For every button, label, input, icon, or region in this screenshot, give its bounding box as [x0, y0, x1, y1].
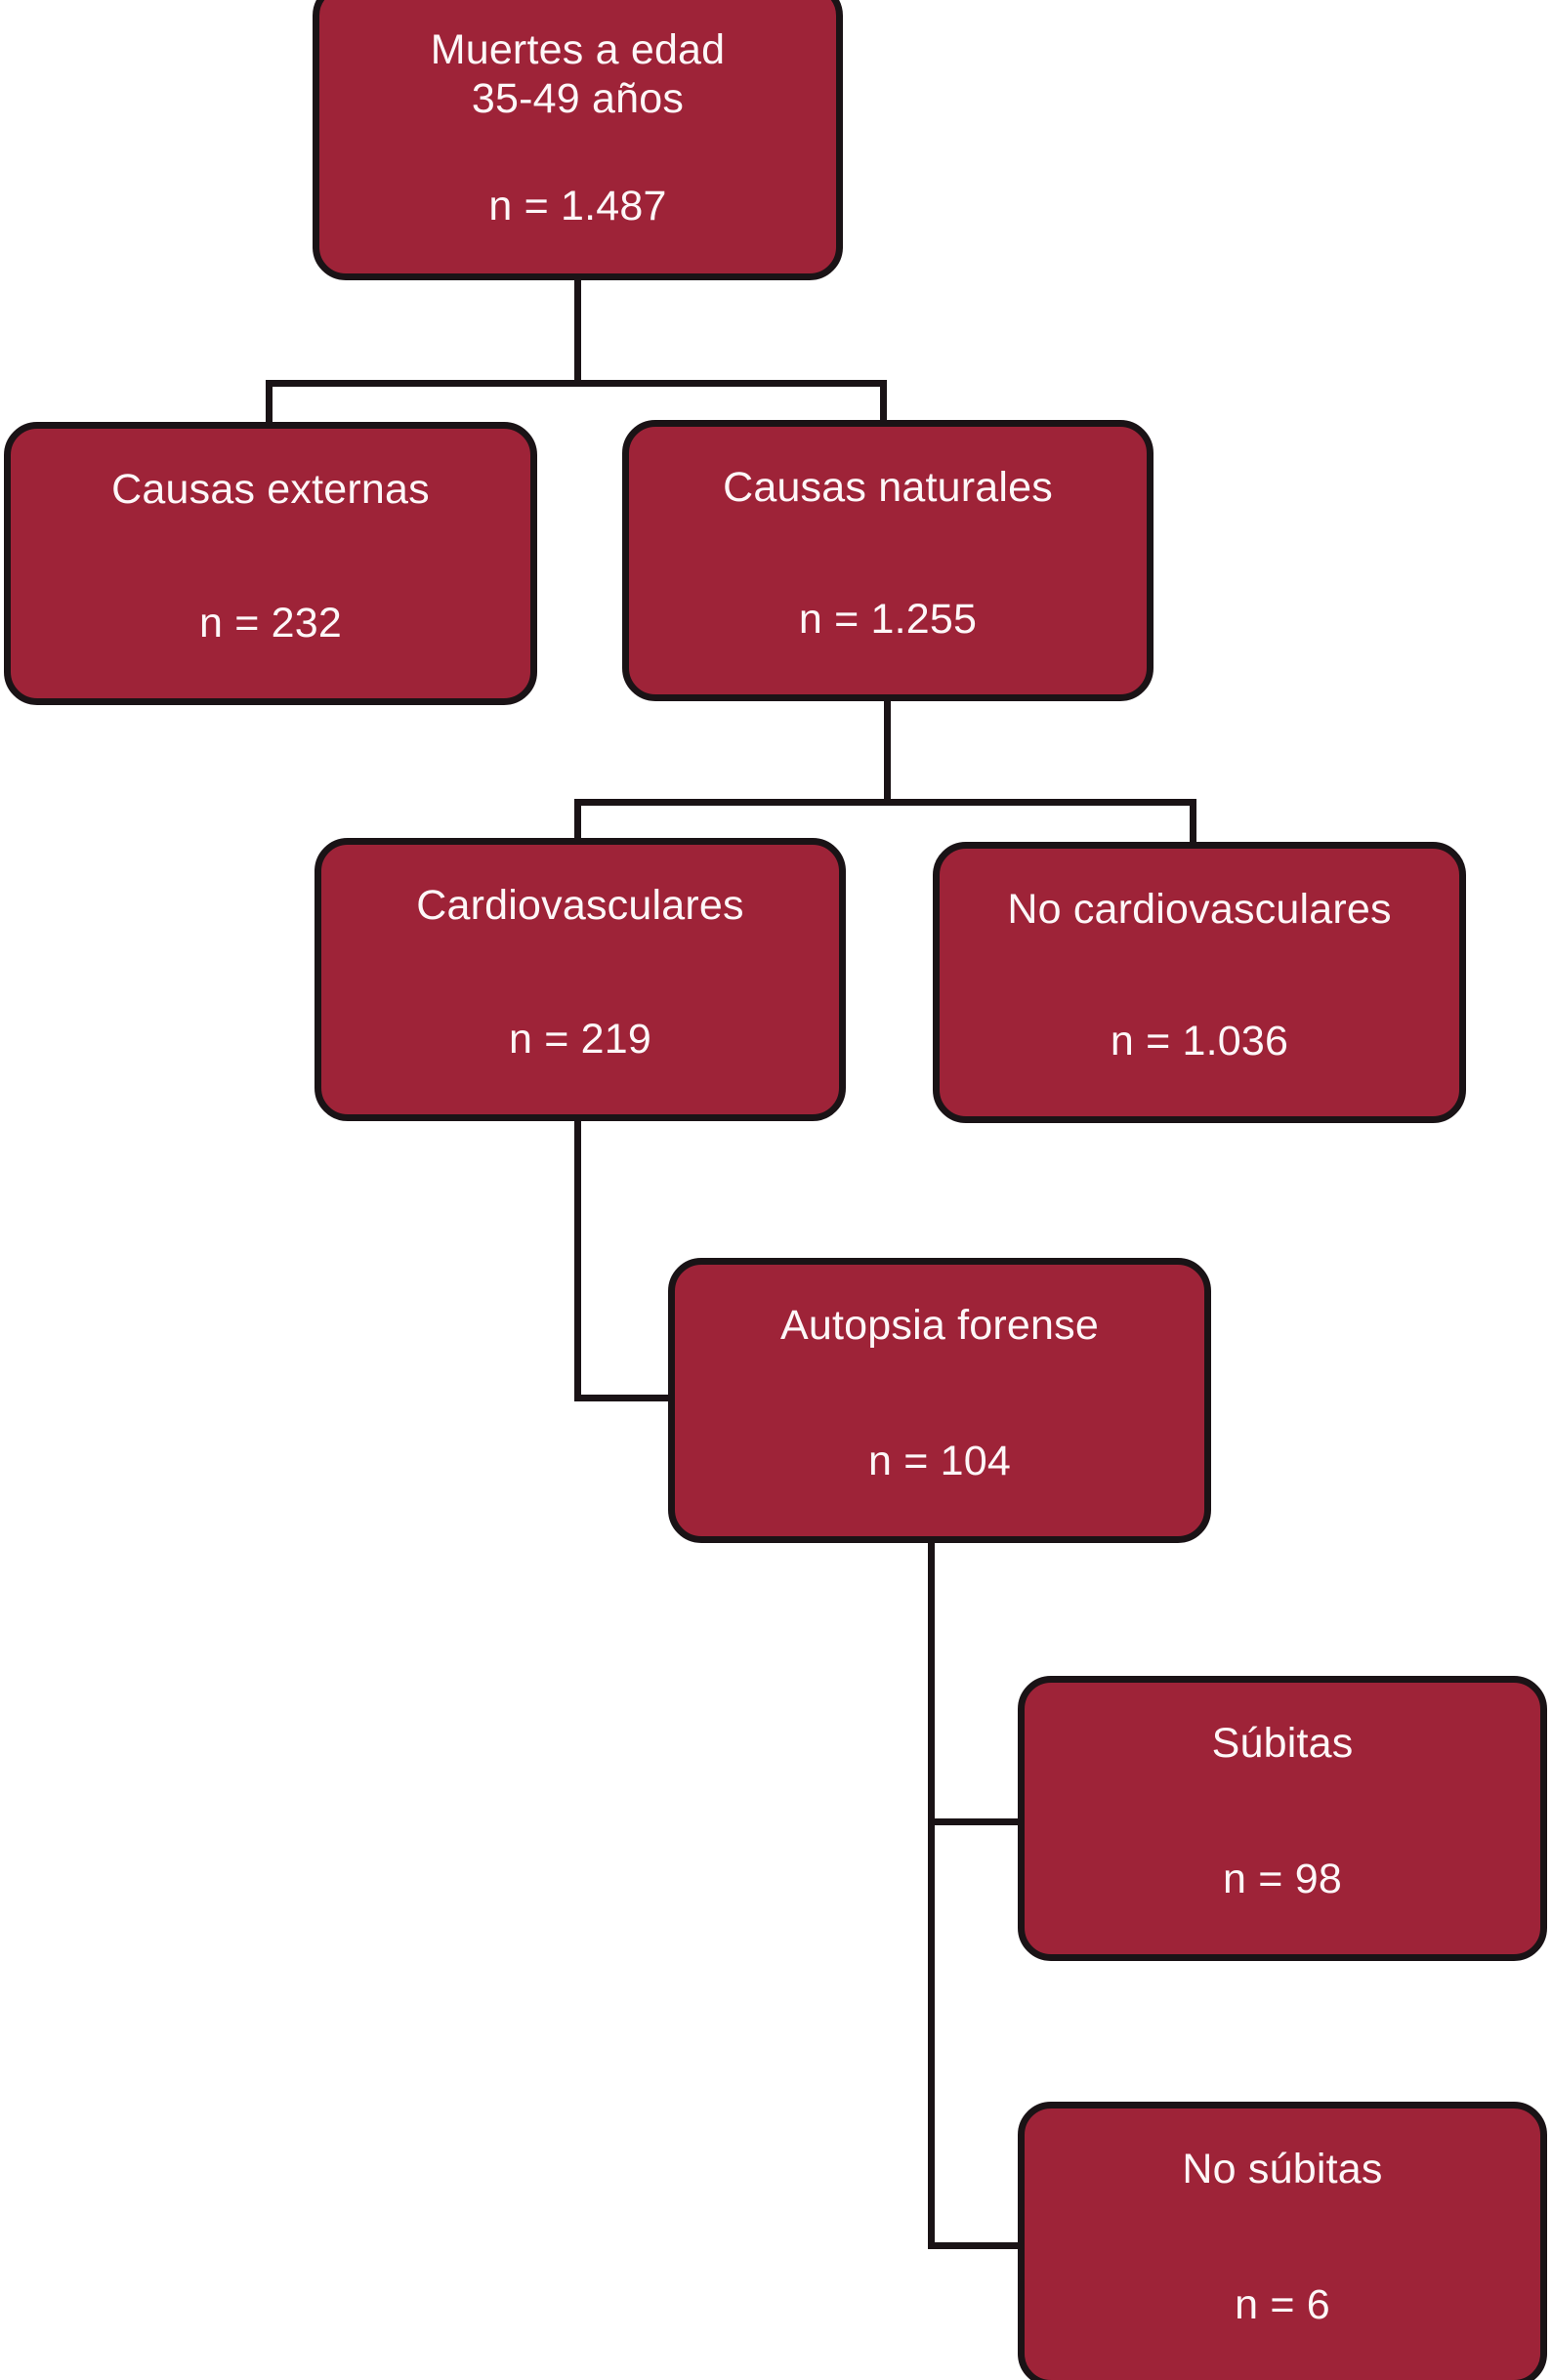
node-title: Causas externas [111, 466, 430, 513]
connector-to-causas-externas [266, 380, 273, 425]
connector-autopsia-to-subitas [928, 1818, 1026, 1825]
node-no-cardiovasculares[interactable]: No cardiovasculares n = 1.036 [933, 842, 1466, 1123]
node-count: n = 219 [508, 1016, 652, 1063]
connector-causas-naturales-stem [884, 696, 891, 806]
connector-to-cardiovasculares [574, 799, 581, 844]
node-count: n = 1.036 [1110, 1018, 1289, 1065]
node-causas-externas[interactable]: Causas externas n = 232 [4, 422, 537, 705]
node-muertes-a-edad[interactable]: Muertes a edad 35-49 años n = 1.487 [313, 0, 843, 280]
node-no-subitas[interactable]: No súbitas n = 6 [1018, 2102, 1547, 2380]
connector-cardiovasculares-stem [574, 1116, 581, 1401]
connector-to-causas-naturales [880, 380, 887, 425]
connector-autopsia-stem [928, 1539, 935, 2249]
connector-naturales-split-bar [574, 799, 1196, 806]
node-causas-naturales[interactable]: Causas naturales n = 1.255 [622, 420, 1154, 701]
node-title: No cardiovasculares [1007, 886, 1392, 933]
node-count: n = 98 [1223, 1856, 1342, 1902]
node-title: Cardiovasculares [416, 882, 744, 929]
node-subitas[interactable]: Súbitas n = 98 [1018, 1676, 1547, 1961]
node-title: Causas naturales [723, 464, 1053, 511]
node-autopsia-forense[interactable]: Autopsia forense n = 104 [668, 1258, 1211, 1543]
node-title: Muertes a edad 35-49 años [430, 26, 726, 122]
node-title: No súbitas [1182, 2146, 1383, 2192]
connector-muertes-split-bar [266, 380, 887, 387]
node-title: Autopsia forense [780, 1302, 1099, 1349]
node-count: n = 104 [867, 1438, 1012, 1484]
connector-autopsia-to-no-subitas [928, 2242, 1026, 2249]
connector-to-no-cardiovasculares [1190, 799, 1196, 848]
connector-muertes-stem [574, 276, 581, 386]
node-count: n = 1.487 [488, 183, 667, 230]
node-count: n = 1.255 [798, 596, 978, 643]
node-cardiovasculares[interactable]: Cardiovasculares n = 219 [315, 838, 846, 1121]
node-count: n = 6 [1235, 2281, 1330, 2328]
node-count: n = 232 [198, 600, 343, 647]
node-title: Súbitas [1211, 1720, 1354, 1767]
connector-cardiovasculares-to-autopsia [574, 1395, 676, 1401]
